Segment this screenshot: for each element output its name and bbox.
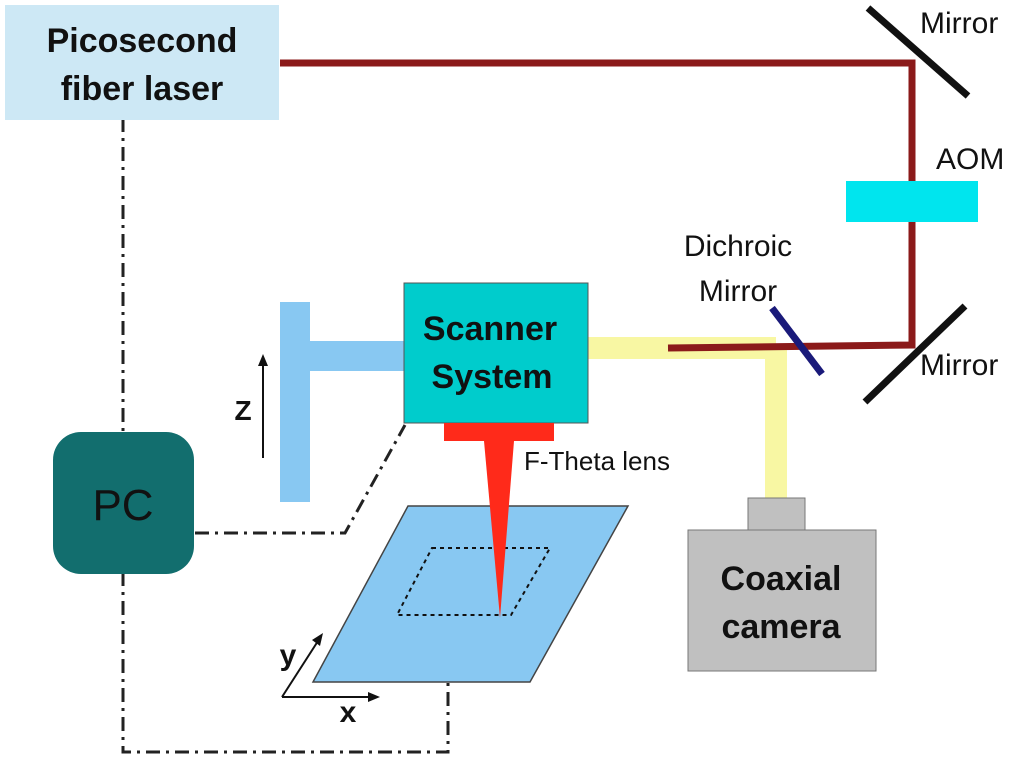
pc-to-scanner-line xyxy=(195,424,407,535)
pc-label: PC xyxy=(92,481,153,530)
laser-beam xyxy=(280,59,916,352)
y-axis-arrowhead xyxy=(312,633,323,646)
top-mirror xyxy=(865,5,971,99)
pc-box xyxy=(53,432,194,574)
dichroic-mirror xyxy=(769,305,825,377)
z-axis-arrowhead xyxy=(258,354,268,366)
scanner-label-line2: System xyxy=(432,358,553,396)
scanner-label-line1: Scanner xyxy=(423,310,557,348)
y-axis-arrow xyxy=(281,640,319,698)
laser-beam-path xyxy=(280,59,916,352)
top-mirror-label: Mirror xyxy=(920,7,998,40)
camera-label-line1: Coaxial xyxy=(721,560,842,598)
camera-label-line2: camera xyxy=(721,608,841,646)
dichroic-label-line1: Dichroic xyxy=(684,230,792,263)
scanner-box xyxy=(403,282,589,424)
bottom-mirror-label: Mirror xyxy=(920,349,998,382)
camera-body xyxy=(687,529,877,672)
laser-label-line2: fiber laser xyxy=(61,70,224,108)
ftheta-lens xyxy=(444,423,554,441)
aom-label: AOM xyxy=(936,143,1004,176)
laser-box xyxy=(5,5,279,120)
z-stage-arm xyxy=(310,341,405,371)
workpiece-plane xyxy=(311,505,630,683)
x-axis-arrowhead xyxy=(368,692,380,702)
y-axis-label: y xyxy=(280,639,297,672)
scan-field xyxy=(395,547,552,616)
aom-box xyxy=(846,181,978,222)
camera-lens-mount xyxy=(747,497,806,531)
x-axis-label: x xyxy=(340,696,357,729)
ftheta-label: F-Theta lens xyxy=(524,446,670,476)
pc-to-stage-line xyxy=(121,572,450,754)
laser-label-line1: Picosecond xyxy=(47,22,238,60)
bottom-mirror xyxy=(862,303,968,405)
z-stage-post xyxy=(280,302,310,502)
control-lines xyxy=(121,118,450,754)
visible-beam-path xyxy=(588,337,787,500)
z-axis-label: Z xyxy=(234,395,251,426)
dichroic-label-line2: Mirror xyxy=(699,275,777,308)
focused-beam xyxy=(484,441,514,618)
